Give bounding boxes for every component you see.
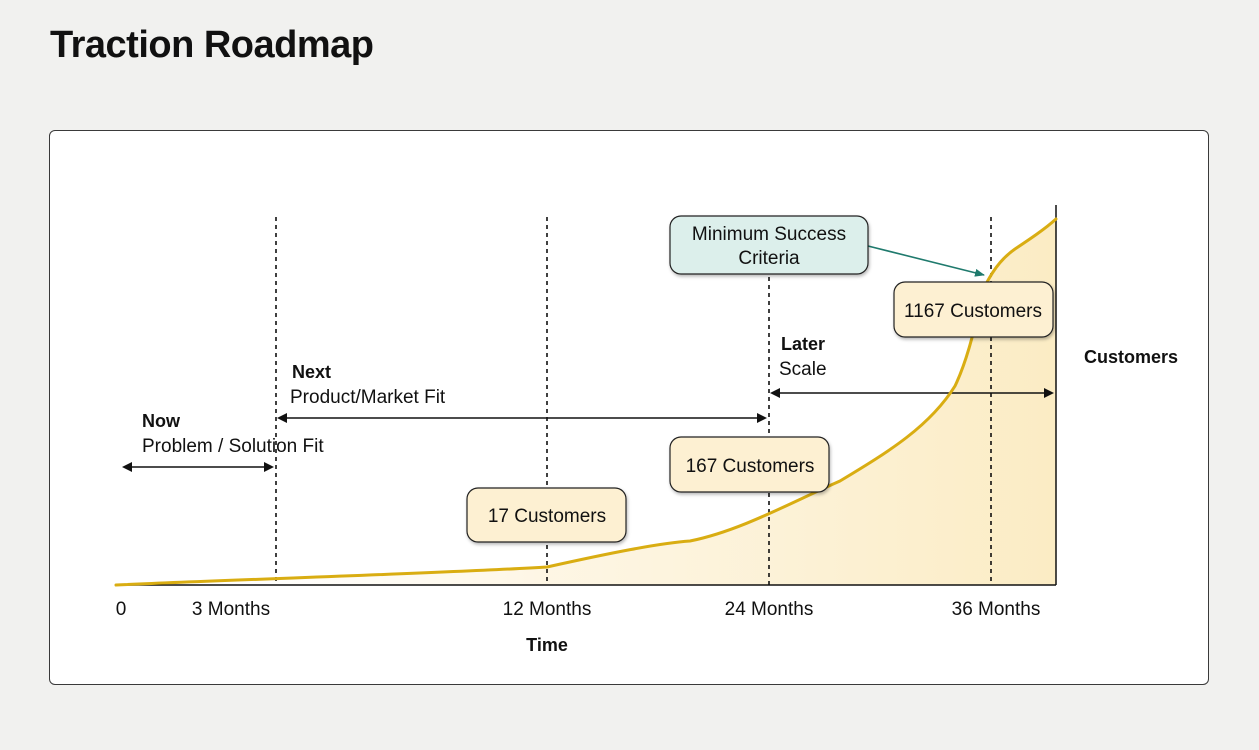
y-axis-label: Customers xyxy=(1084,347,1178,367)
annotation-arrow xyxy=(867,245,985,277)
milestone-label-12: 17 Customers xyxy=(488,506,606,527)
page-title: Traction Roadmap xyxy=(50,24,374,66)
phase-later-arrow xyxy=(770,388,1054,398)
x-tick-label: 0 xyxy=(116,599,127,620)
milestone-callout-24: 167 Customers xyxy=(669,436,830,493)
phase-next-subtitle: Product/Market Fit xyxy=(290,387,446,408)
phase-next-arrow xyxy=(277,413,767,423)
x-tick-label: 12 Months xyxy=(503,599,592,620)
phase-later-title: Later xyxy=(781,334,825,354)
x-tick-label: 3 Months xyxy=(192,599,270,620)
x-tick-label: 24 Months xyxy=(725,599,814,620)
phase-now-title: Now xyxy=(142,411,181,431)
phase-now-arrow xyxy=(122,462,274,472)
milestone-callout-12: 17 Customers xyxy=(466,487,627,543)
curve-area xyxy=(116,219,1056,585)
milestone-label-36: 1167 Customers xyxy=(904,301,1042,322)
annotation-text-line2: Criteria xyxy=(738,248,800,269)
x-axis-label: Time xyxy=(526,635,568,655)
roadmap-diagram-frame: Now Problem / Solution Fit Next Product/… xyxy=(49,130,1209,685)
phase-next-title: Next xyxy=(292,362,331,382)
phase-now-subtitle: Problem / Solution Fit xyxy=(142,436,324,457)
phase-later-subtitle: Scale xyxy=(779,359,827,380)
milestone-callout-36: 1167 Customers xyxy=(893,281,1054,338)
roadmap-diagram: Now Problem / Solution Fit Next Product/… xyxy=(114,205,1178,655)
annotation-box xyxy=(669,215,869,275)
x-tick-label: 36 Months xyxy=(952,599,1041,620)
milestone-label-24: 167 Customers xyxy=(686,456,815,477)
annotation-text-line1: Minimum Success xyxy=(692,224,846,245)
